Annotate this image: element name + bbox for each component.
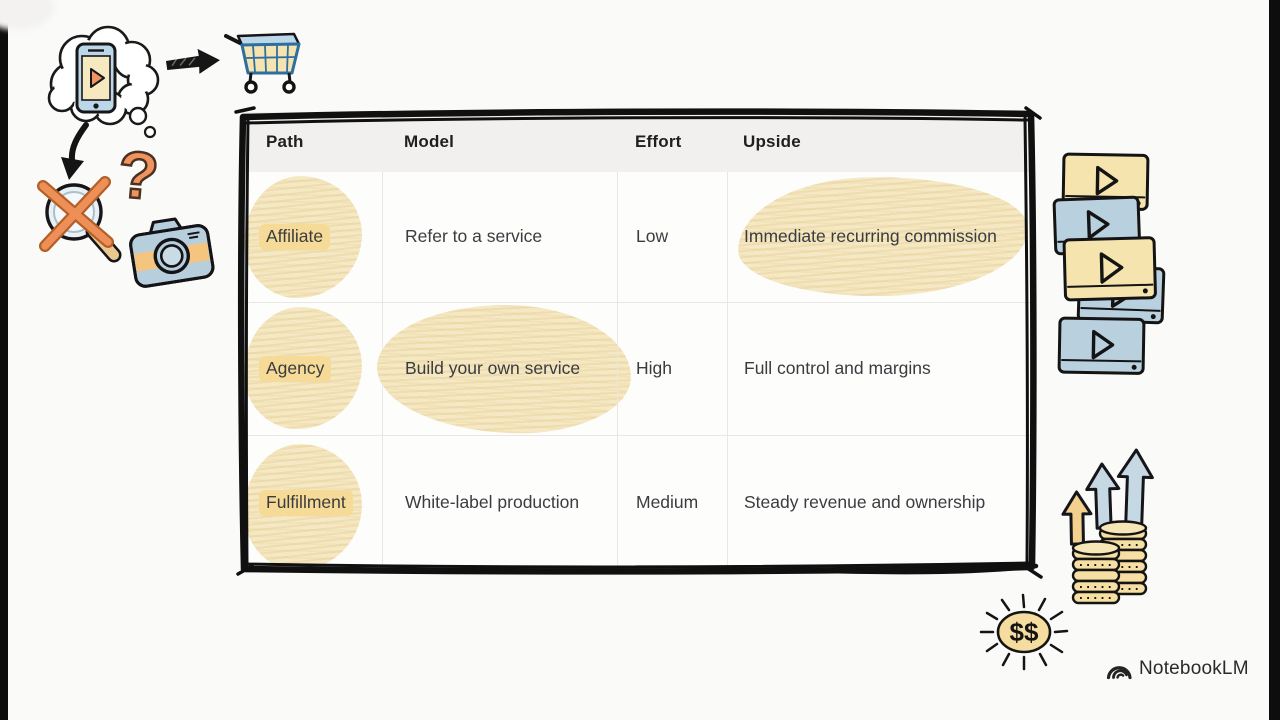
cell-effort-agency: High — [617, 302, 727, 435]
arrow-right-icon — [165, 48, 220, 74]
video-stack-icon — [1052, 152, 1166, 375]
header-effort: Effort — [635, 132, 682, 152]
magnifier-crossed-icon — [37, 176, 122, 263]
notebooklm-logo-icon — [1106, 666, 1132, 680]
shopping-cart-icon — [224, 32, 301, 94]
cell-model-fulfillment: White-label production — [382, 435, 617, 570]
cell-upside-fulfillment: Steady revenue and ownership — [727, 435, 1032, 570]
dollar-text: $$ — [1010, 617, 1039, 647]
cell-model-affiliate: Refer to a service — [382, 172, 617, 302]
cell-model-agency: Build your own service — [375, 302, 633, 436]
dollar-burst-icon: $$ — [979, 593, 1069, 671]
thought-cloud-icon — [47, 25, 160, 139]
cell-path-agency: Agency — [241, 302, 382, 435]
camera-icon — [129, 217, 215, 288]
header-upside: Upside — [743, 132, 801, 152]
logo-label: NotebookLM — [1139, 658, 1249, 679]
notebooklm-logo: NotebookLM — [1106, 658, 1249, 680]
header-path: Path — [266, 132, 304, 152]
coin-stacks-icon — [1071, 520, 1148, 605]
cell-path-fulfillment: Fulfillment — [241, 435, 382, 573]
smartphone-play-icon — [75, 42, 117, 114]
header-model: Model — [404, 132, 455, 152]
arrow-down-icon — [61, 122, 89, 180]
cell-path-affiliate: Affiliate — [241, 172, 382, 302]
letterbox-left — [0, 0, 8, 720]
cell-upside-agency: Full control and margins — [727, 302, 1032, 435]
cell-effort-affiliate: Low — [617, 172, 727, 302]
cell-upside-affiliate: Immediate recurring commission — [727, 172, 1032, 302]
table-grid: Path Model Effort Upside Affiliate Refer… — [241, 112, 1032, 573]
comparison-table: Path Model Effort Upside Affiliate Refer… — [234, 104, 1043, 579]
cell-effort-fulfillment: Medium — [617, 435, 727, 570]
letterbox-right — [1269, 0, 1280, 720]
